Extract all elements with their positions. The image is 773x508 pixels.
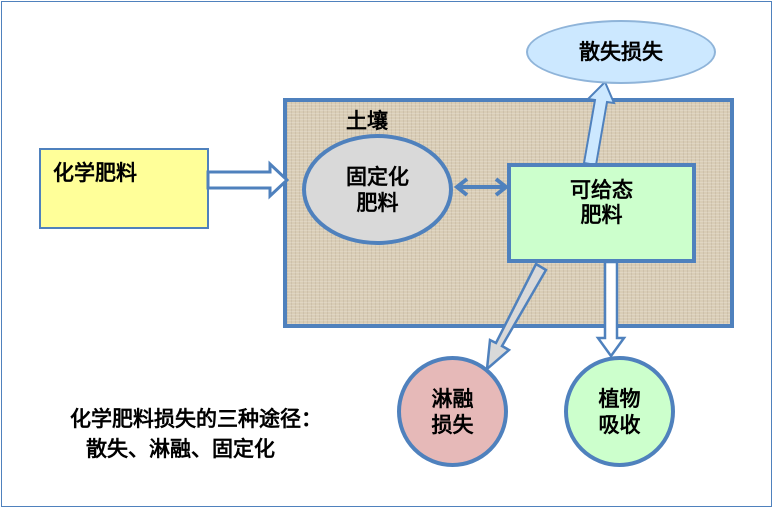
available-label-2: 肥料 [580,202,623,228]
plant-label-2: 吸收 [598,411,641,437]
plant-uptake-circle: 植物 吸收 [564,356,675,467]
available-label-1: 可给态 [570,177,633,202]
note-line-2: 散失、淋融、固定化 [86,436,275,461]
fixed-label-1: 固定化 [346,164,409,190]
exchange-arrow [453,177,510,197]
fixed-label-2: 肥料 [356,189,399,215]
volatilization-label: 散失损失 [579,39,663,65]
fixed-fertilizer-ellipse: 固定化 肥料 [302,134,453,245]
input-arrow [206,160,290,200]
volatilization-ellipse: 散失损失 [526,20,716,84]
note-line-1: 化学肥料损失的三种途径： [70,406,322,431]
volatilization-arrow [582,80,616,167]
chemical-fertilizer-label: 化学肥料 [53,160,137,185]
soil-label: 土壤 [346,108,388,133]
leaching-circle: 淋融 损失 [397,356,508,467]
leaching-label-2: 损失 [431,411,474,437]
leaching-arrow [485,262,548,373]
available-fertilizer-box: 可给态 肥料 [507,163,696,263]
plant-uptake-arrow [595,260,627,359]
plant-label-1: 植物 [598,386,641,412]
chemical-fertilizer-box: 化学肥料 [39,148,209,229]
leaching-label-1: 淋融 [431,386,474,412]
